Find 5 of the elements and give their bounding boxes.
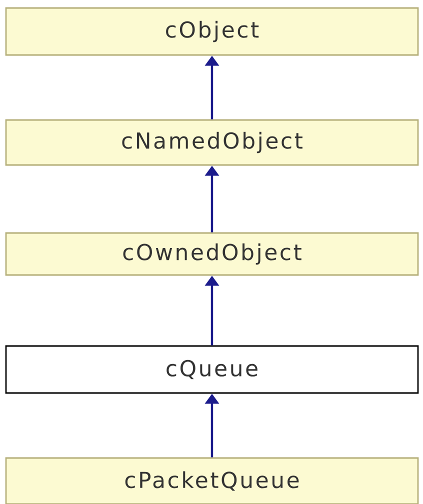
class-box: cNamedObject: [5, 119, 419, 166]
class-box: cQueue: [5, 345, 419, 394]
class-box: cPacketQueue: [5, 457, 419, 504]
class-box: cOwnedObject: [5, 232, 419, 276]
class-box: cObject: [5, 7, 419, 56]
